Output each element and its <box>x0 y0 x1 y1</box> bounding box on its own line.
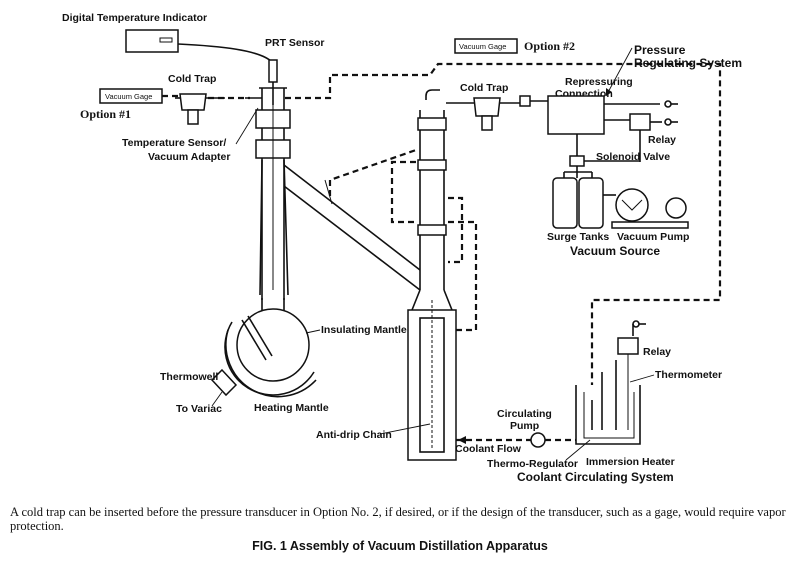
label-thermo-regulator: Thermo-Regulator <box>487 458 578 470</box>
receiver-column <box>407 89 457 461</box>
label-immersion-heater: Immersion Heater <box>586 456 675 468</box>
surge-tanks <box>552 166 604 229</box>
label-cold-trap-1: Cold Trap <box>168 73 216 85</box>
label-circulating-2: Pump <box>510 420 539 432</box>
label-circulating-1: Circulating <box>497 408 552 420</box>
coolant-line-condenser <box>328 148 417 196</box>
relay-bottom-box <box>617 337 639 355</box>
label-temp-sensor-2: Vacuum Adapter <box>148 151 230 163</box>
label-temp-sensor-1: Temperature Sensor/ <box>122 137 226 149</box>
coolant-return-line <box>448 220 478 332</box>
label-option-2: Option #2 <box>524 39 575 53</box>
label-surge-tanks: Surge Tanks <box>547 231 609 243</box>
label-heating-mantle: Heating Mantle <box>254 402 329 414</box>
label-thermowell: Thermowell <box>160 371 218 383</box>
distillation-flask <box>210 308 317 398</box>
vacuum-gage-2: Vacuum Gage <box>459 42 506 51</box>
coolant-bath <box>575 354 641 445</box>
figure-caption: FIG. 1 Assembly of Vacuum Distillation A… <box>252 539 548 553</box>
label-option-1: Option #1 <box>80 107 131 121</box>
cold-trap-option-1 <box>175 93 225 125</box>
label-insulating-mantle: Insulating Mantle <box>321 324 407 336</box>
vacuum-main-line <box>285 62 722 385</box>
vacuum-distillation-diagram: Digital Temperature Indicator PRT Sensor… <box>62 12 742 484</box>
relay-top-box <box>629 113 678 131</box>
coolant-loop-right <box>448 196 464 264</box>
label-vacuum-source: Vacuum Source <box>570 244 660 258</box>
label-cold-trap-2: Cold Trap <box>460 82 508 94</box>
electric-plug-bottom <box>632 320 646 336</box>
label-to-variac: To Variac <box>176 403 222 415</box>
label-coolant-circulating-system: Coolant Circulating System <box>517 470 674 484</box>
prt-sensor <box>268 59 278 105</box>
vacuum-gage-2-box <box>454 38 518 54</box>
vacuum-gage-1: Vacuum Gage <box>105 92 152 101</box>
digital-temperature-indicator <box>125 29 273 63</box>
electric-plug-top-1 <box>664 100 678 108</box>
repressuring-connection <box>519 95 548 107</box>
figure-note: A cold trap can be inserted before the p… <box>10 505 786 533</box>
label-digital-temperature-indicator: Digital Temperature Indicator <box>62 12 207 24</box>
condenser-arm <box>283 164 421 291</box>
label-relay-bottom: Relay <box>643 346 671 358</box>
label-repressuring-1: Repressuring <box>565 76 633 88</box>
label-relay-top: Relay <box>648 134 676 146</box>
label-pressure-regulating-1: Pressure <box>634 43 686 57</box>
distillation-column <box>255 87 291 318</box>
label-coolant-flow: Coolant Flow <box>455 443 522 455</box>
label-thermometer: Thermometer <box>655 369 722 381</box>
label-prt-sensor: PRT Sensor <box>265 37 325 49</box>
label-solenoid-valve: Solenoid Valve <box>596 151 670 163</box>
cold-trap-option-2 <box>446 97 522 131</box>
pressure-regulator-box <box>547 95 660 135</box>
label-vacuum-pump: Vacuum Pump <box>617 231 689 243</box>
label-anti-drip-chain: Anti-drip Chain <box>316 429 392 441</box>
label-pressure-regulating-2: Regulating System <box>634 56 742 70</box>
circulating-pump <box>530 432 546 448</box>
vacuum-pump <box>603 188 689 229</box>
coolant-loop-left <box>390 160 416 224</box>
